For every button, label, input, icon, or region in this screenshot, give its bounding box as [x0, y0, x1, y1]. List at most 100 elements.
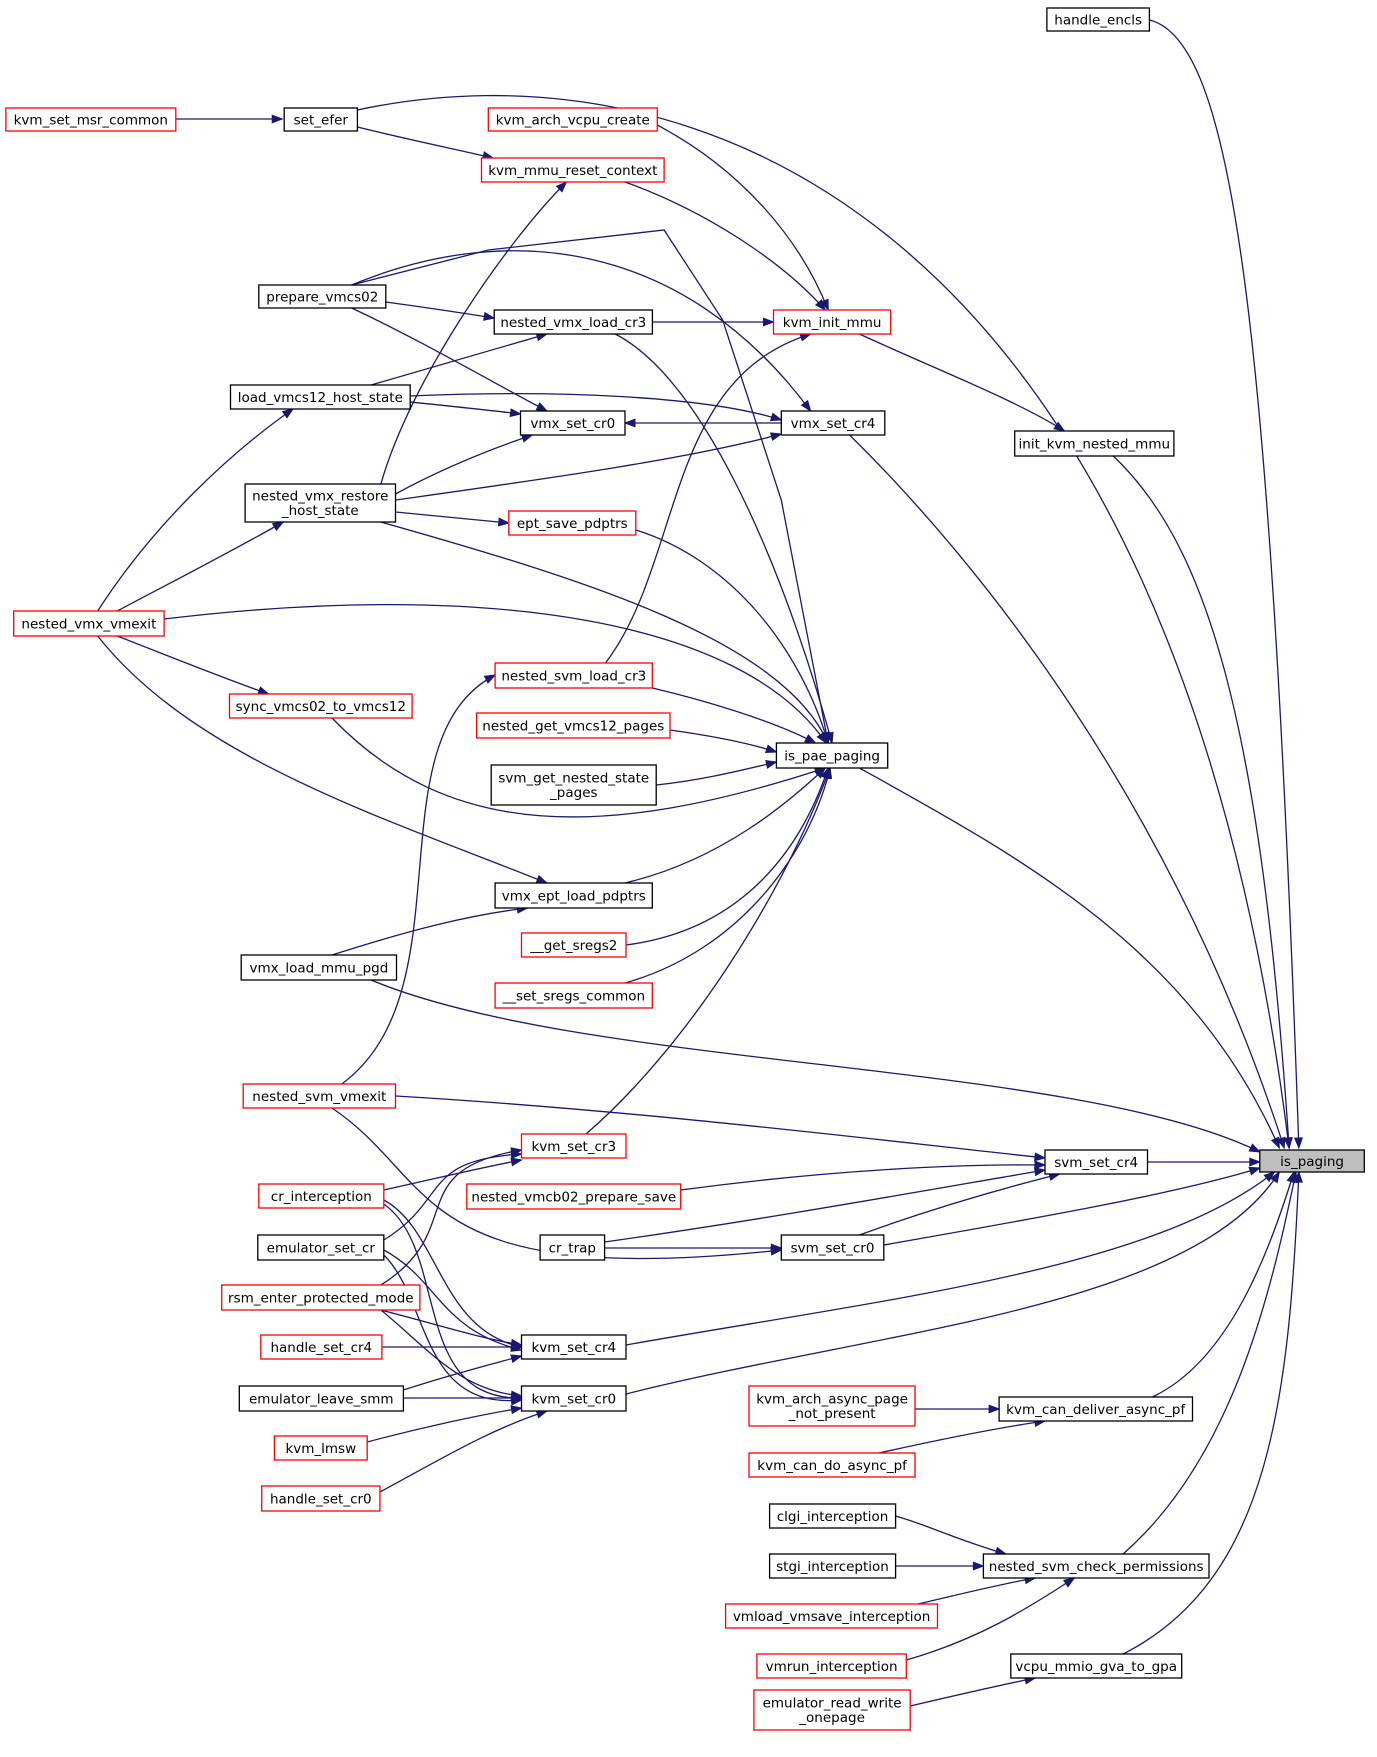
node-vmx-set-cr0[interactable]: vmx_set_cr0: [519, 410, 626, 436]
edge-arrowhead: [510, 1157, 523, 1167]
node-init-kvm-nested-mmu[interactable]: init_kvm_nested_mmu: [1014, 430, 1175, 457]
node-rsm-enter-protected-mode[interactable]: rsm_enter_protected_mode: [221, 1284, 421, 1311]
node-box: [520, 932, 627, 958]
node-cr-interception[interactable]: cr_interception: [258, 1183, 385, 1209]
node-box: [1044, 1149, 1149, 1175]
node-nested-vmx-restore-host-state[interactable]: nested_vmx_restore_host_state: [244, 483, 397, 523]
edge-nested_vmx_vmexit-to-sync_vmcs02_to_vmcs12: [116, 635, 270, 695]
edge-arrowhead: [1263, 1171, 1276, 1183]
node-label: cr_interception: [271, 1189, 372, 1205]
node-vmrun-interception[interactable]: vmrun_interception: [756, 1653, 907, 1679]
node-box: [494, 982, 653, 1009]
node-nested-get-vmcs12-pages[interactable]: nested_get_vmcs12_pages: [475, 712, 671, 739]
node-kvm-set-cr3[interactable]: kvm_set_cr3: [520, 1133, 627, 1159]
node-kvm-set-cr4[interactable]: kvm_set_cr4: [520, 1334, 627, 1360]
edge-arrowhead: [535, 402, 549, 412]
node-label: kvm_lmsw: [285, 1441, 356, 1457]
node-is-paging[interactable]: is_paging: [1259, 1149, 1365, 1173]
node-svm-get-nested-state-pages[interactable]: svm_get_nested_state_pages: [490, 764, 657, 806]
edge-nested_vmx_restore_host_state-to-vmx_set_cr0: [395, 434, 534, 495]
node-box: [257, 1234, 385, 1261]
node-label: cr_trap: [549, 1240, 596, 1256]
node-box: [982, 1553, 1210, 1579]
edge-arrowhead: [1034, 1160, 1047, 1170]
node-vmx-set-cr4[interactable]: vmx_set_cr4: [780, 410, 886, 436]
node-clgi-interception[interactable]: clgi_interception: [768, 1503, 897, 1529]
node-nested-svm-load-cr3[interactable]: nested_svm_load_cr3: [494, 662, 653, 689]
node-handle-encls[interactable]: handle_encls: [1046, 7, 1151, 32]
node-kvm-init-mmu[interactable]: kvm_init_mmu: [772, 309, 892, 335]
node-vmload-vmsave-interception[interactable]: vmload_vmsave_interception: [724, 1603, 939, 1629]
node-nested-svm-check-permissions[interactable]: nested_svm_check_permissions: [982, 1553, 1210, 1579]
node-label: nested_svm_load_cr3: [501, 668, 646, 684]
edge-arrowhead: [257, 686, 270, 695]
node-is-pae-paging[interactable]: is_pae_paging: [775, 742, 889, 769]
node-label: emulator_set_cr: [267, 1240, 376, 1256]
node-label: vmload_vmsave_interception: [733, 1609, 931, 1625]
node-kvm-can-deliver-async-pf[interactable]: kvm_can_deliver_async_pf: [998, 1396, 1194, 1422]
edge-arrowhead: [483, 311, 496, 321]
node-prepare-vmcs02[interactable]: prepare_vmcs02: [258, 284, 387, 309]
node-handle-set-cr0[interactable]: handle_set_cr0: [261, 1485, 381, 1512]
node-cr-trap[interactable]: cr_trap: [539, 1234, 606, 1261]
edge-nested_svm_check_permissions-to-is_paging: [1122, 1170, 1299, 1555]
edge-nested_vmx_vmexit-to-nested_vmx_restore_host_state: [116, 521, 285, 612]
edge-kvm_set_cr4-to-is_paging: [625, 1171, 1276, 1346]
edge-arrowhead: [511, 1393, 523, 1403]
edge-arrowhead: [1293, 1170, 1303, 1183]
node-vmx-ept-load-pdptrs[interactable]: vmx_ept_load_pdptrs: [494, 882, 653, 909]
edge-set_efer-to-kvm_mmu_reset_context: [357, 126, 495, 160]
node-load-vmcs12-host-state[interactable]: load_vmcs12_host_state: [229, 384, 411, 410]
node-box: [466, 1183, 682, 1210]
node-svm-set-cr0[interactable]: svm_set_cr0: [780, 1234, 885, 1261]
edge-init_kvm_nested_mmu-to-is_paging: [1112, 455, 1293, 1150]
node-kvm-mmu-reset-context[interactable]: kvm_mmu_reset_context: [480, 157, 665, 183]
node-label: init_kvm_nested_mmu: [1019, 436, 1170, 452]
node-emulator-set-cr[interactable]: emulator_set_cr: [257, 1234, 385, 1261]
edge-svm_set_cr0-to-is_paging: [883, 1166, 1262, 1246]
node---get-sregs2[interactable]: __get_sregs2: [520, 932, 627, 958]
node-nested-svm-vmexit[interactable]: nested_svm_vmexit: [242, 1083, 397, 1109]
edge-arrowhead: [1053, 421, 1066, 432]
node-box: [260, 1334, 383, 1360]
edge-handle_set_cr4-to-kvm_set_cr4: [381, 1342, 523, 1352]
edge-is_pae_paging-to-is_paging: [859, 767, 1280, 1150]
edge-arrowhead: [1249, 1157, 1262, 1167]
node-sync-vmcs02-to-vmcs12[interactable]: sync_vmcs02_to_vmcs12: [228, 693, 413, 719]
node-label: kvm_set_msr_common: [14, 112, 168, 128]
node-vmx-load-mmu-pgd[interactable]: vmx_load_mmu_pgd: [240, 954, 398, 981]
edge-arrowhead: [804, 734, 817, 744]
node-vcpu-mmio-gva-to-gpa[interactable]: vcpu_mmio_gva_to_gpa: [1010, 1653, 1183, 1679]
node-label: vmx_load_mmu_pgd: [250, 960, 389, 976]
edge-ept_save_pdptrs-to-is_pae_paging: [635, 529, 830, 745]
node-box: [487, 107, 658, 132]
edge-vmx_set_cr4-to-vmx_set_cr0: [623, 418, 782, 428]
node-box: [493, 309, 654, 335]
node-box: [520, 1385, 627, 1412]
edge-arrowhead: [765, 760, 778, 769]
node-nested-vmx-vmexit[interactable]: nested_vmx_vmexit: [13, 610, 165, 637]
node---set-sregs-common[interactable]: __set_sregs_common: [494, 982, 653, 1009]
node-svm-set-cr4[interactable]: svm_set_cr4: [1044, 1149, 1149, 1175]
node-kvm-arch-async-page-not-present[interactable]: kvm_arch_async_page_not_present: [748, 1385, 916, 1427]
node-set-efer[interactable]: set_efer: [283, 107, 359, 132]
edge-kvm_arch_vcpu_create-to-kvm_init_mmu: [656, 124, 829, 312]
node-label: vmx_set_cr4: [791, 416, 876, 432]
node-emulator-read-write-onepage[interactable]: emulator_read_write_onepage: [753, 1689, 911, 1731]
node-handle-set-cr4[interactable]: handle_set_cr4: [260, 1334, 383, 1360]
node-kvm-set-msr-common[interactable]: kvm_set_msr_common: [5, 107, 177, 132]
node-kvm-arch-vcpu-create[interactable]: kvm_arch_vcpu_create: [487, 107, 658, 132]
node-stgi-interception[interactable]: stgi_interception: [768, 1553, 897, 1579]
node-label: kvm_arch_async_page: [756, 1392, 908, 1408]
edge-nested_vmx_restore_host_state-to-kvm_mmu_reset_context: [380, 181, 568, 485]
edge-kvm_mmu_reset_context-to-kvm_init_mmu: [624, 181, 827, 312]
node-kvm-lmsw[interactable]: kvm_lmsw: [273, 1435, 368, 1461]
node-emulator-leave-smm[interactable]: emulator_leave_smm: [238, 1385, 405, 1412]
node-nested-vmcb02-prepare-save[interactable]: nested_vmcb02_prepare_save: [466, 1183, 682, 1210]
node-ept-save-pdptrs[interactable]: ept_save_pdptrs: [508, 510, 637, 536]
node-kvm-can-do-async-pf[interactable]: kvm_can_do_async_pf: [748, 1452, 916, 1478]
node-nested-vmx-load-cr3[interactable]: nested_vmx_load_cr3: [493, 309, 654, 335]
node-label: nested_svm_check_permissions: [989, 1559, 1204, 1575]
node-kvm-set-cr0[interactable]: kvm_set_cr0: [520, 1385, 627, 1412]
node-label: handle_set_cr0: [270, 1491, 372, 1507]
